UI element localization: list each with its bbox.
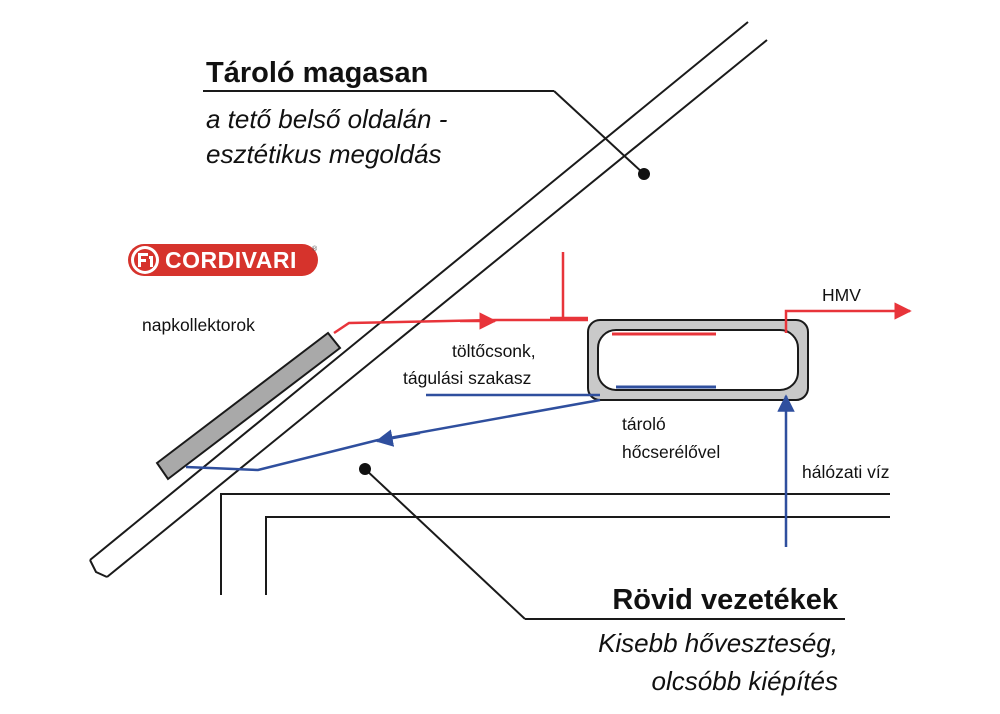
callout-top-leader xyxy=(203,90,645,175)
label-collectors: napkollektorok xyxy=(142,315,255,335)
ceiling-inner-line xyxy=(265,516,890,595)
callout-bottom-line1: Kisebb hőveszteség, xyxy=(598,628,838,658)
cold-return-arrow xyxy=(375,429,421,447)
tank-inner-shell xyxy=(597,329,799,391)
label-filling-line2: tágulási szakasz xyxy=(403,368,531,388)
callout-top-line2: esztétikus megoldás xyxy=(206,139,442,169)
callout-bottom-leader xyxy=(364,468,845,620)
ceiling-structure xyxy=(220,493,890,595)
callout-bottom-pointer xyxy=(364,468,526,620)
cordivari-logo: CORDIVARI ® xyxy=(128,244,318,276)
callout-top-pointer xyxy=(553,90,645,175)
callout-top-dot xyxy=(638,168,650,180)
label-hmv: HMV xyxy=(822,285,861,305)
callout-bottom-line2: olcsóbb kiépítés xyxy=(652,666,838,696)
label-mains-water: hálózati víz xyxy=(802,462,890,482)
hmv-outlet-pipe xyxy=(784,302,912,333)
hot-supply-pipe xyxy=(333,318,588,335)
callout-top-line1: a tető belső oldalán - xyxy=(206,104,448,134)
logo-registered: ® xyxy=(312,245,318,253)
label-tank-line1: tároló xyxy=(622,414,666,434)
logo-text: CORDIVARI xyxy=(165,247,297,273)
logo-badge xyxy=(128,244,318,276)
ceiling-outer-line xyxy=(220,493,890,595)
solar-collector-panel xyxy=(155,331,342,481)
logo-emblem-mark xyxy=(138,253,153,267)
roof-inner-line xyxy=(106,39,768,578)
callout-bottom-title: Rövid vezetékek xyxy=(612,584,839,616)
hot-pipes xyxy=(333,252,912,335)
roof xyxy=(89,21,768,578)
roof-end-cap xyxy=(89,559,108,578)
cold-return-pipe xyxy=(185,398,601,472)
cold-pipes xyxy=(185,393,795,547)
roof-outer-line xyxy=(89,21,749,561)
label-tank-line2: hőcserélővel xyxy=(622,442,720,462)
storage-tank xyxy=(587,319,809,401)
callout-bottom-dot xyxy=(359,463,371,475)
callout-top-title: Tároló magasan xyxy=(206,57,428,89)
label-filling-line1: töltőcsonk, xyxy=(452,341,536,361)
